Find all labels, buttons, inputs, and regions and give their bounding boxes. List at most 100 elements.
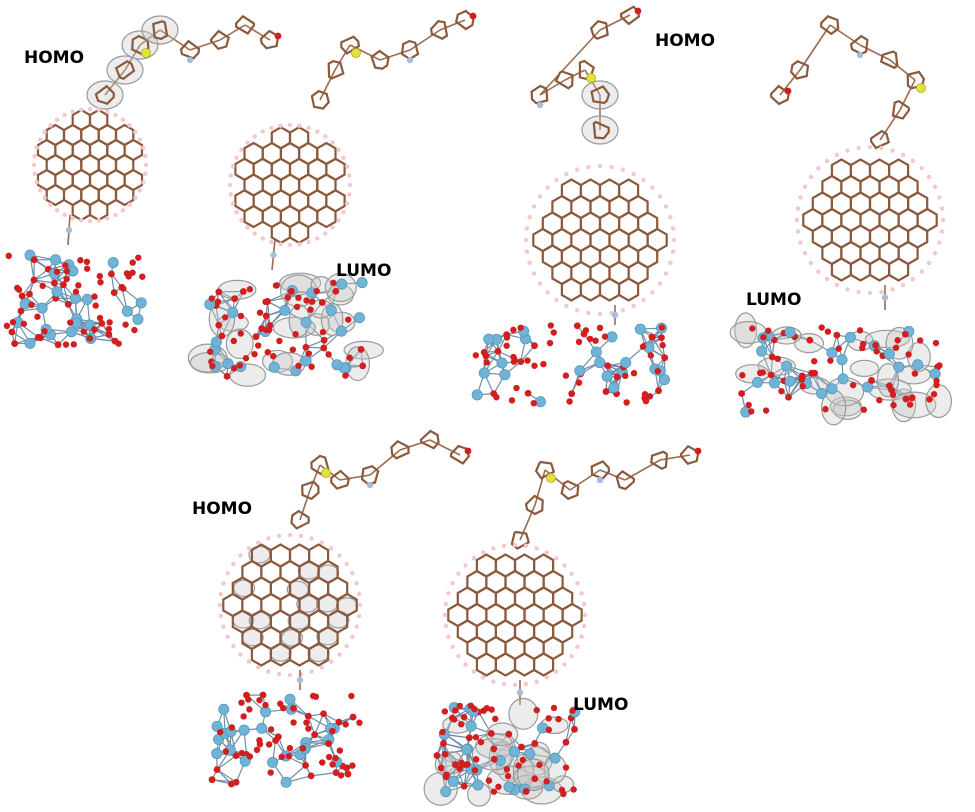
oxygen-atom [39,282,46,290]
hydrogen-atom [354,581,359,586]
oxygen-atom [768,353,776,361]
hydrogen-atom [217,602,223,608]
orbital-lobe [508,697,539,730]
hydrogen-atom [315,236,320,241]
carbon-ring [88,198,109,222]
oxygen-atom [342,721,349,728]
hydrogen-atom [96,107,101,112]
hydrogen-atom [319,665,324,670]
oxygen-atom [540,360,547,368]
hydrogen-atom [663,271,669,276]
oxygen-atom [822,406,829,413]
oxygen-atom [508,397,516,404]
hydrogen-atom [663,204,669,209]
hydrogen-atom [328,546,334,551]
oxygen-atom [833,331,841,339]
oxygen-atom [550,704,558,712]
oxygen-atom [503,342,510,349]
oxygen-atom [531,775,539,783]
oxygen-atom [513,384,520,392]
oxygen-atom [658,334,665,342]
oxygen-atom [83,258,91,266]
hydrogen-atom [575,644,580,649]
oxygen-atom [522,788,530,795]
dye-molecule [310,9,477,110]
oxygen-atom [694,447,702,455]
hydrogen-atom [218,591,224,597]
hydrogen-atom [939,206,945,211]
oxygen-atom [536,761,543,768]
hydrogen-atom [545,185,550,190]
oxide-bond [436,754,456,766]
oxygen-atom [658,324,666,331]
oxygen-atom [5,252,12,260]
oxygen-atom [236,362,243,369]
aromatic-ring [310,454,330,476]
hydrogen-atom [564,171,569,177]
oxygen-atom [231,295,239,303]
oxygen-atom [208,776,216,784]
oxygen-atom [762,407,770,414]
hydrogen-atom [269,125,274,131]
oxygen-atom [441,708,449,715]
oxide-bond [266,301,271,326]
aromatic-ring [650,450,669,471]
graphene-flake [794,144,946,296]
oxide-cluster [471,322,670,408]
orbital-lobe [486,722,519,747]
oxygen-atom [827,357,834,364]
oxygen-atom [905,351,912,358]
hydrogen-atom [834,152,840,158]
orbital-lobe [225,328,254,360]
titanium-atom [844,331,856,343]
aromatic-ring [554,70,574,90]
hydrogen-atom [120,208,126,213]
oxygen-atom [37,334,44,342]
hydrogen-atom [231,561,236,567]
hydrogen-atom [309,536,314,541]
oxygen-atom [284,293,292,301]
hydrogen-atom [62,112,67,118]
oxygen-atom [450,716,458,723]
oxygen-atom [54,341,62,349]
hydrogen-atom [297,242,302,247]
hydrogen-atom [221,581,226,586]
carbon-ring [579,277,602,302]
hydrogen-atom [491,679,496,684]
hydrogen-atom [245,140,250,145]
titanium-atom [929,368,941,380]
oxygen-atom [319,759,326,766]
titanium-atom [461,744,473,756]
sulfur-atom [351,48,361,58]
oxygen-atom [307,306,314,313]
orbital-lobe [345,346,371,382]
oxygen-atom [325,351,332,358]
oxygen-atom [356,719,363,726]
oxygen-atom [504,772,512,780]
oxide-bond [267,290,292,302]
bond [799,24,831,71]
sulfur-atom [546,473,556,483]
oxygen-atom [305,725,312,732]
titanium-atom [826,383,838,395]
hydrogen-atom [834,282,840,288]
hydrogen-atom [70,216,75,221]
oxygen-atom [571,725,578,733]
titanium-atom [238,724,250,736]
bond [539,29,601,96]
oxygen-atom [456,702,463,710]
bond [139,29,161,46]
oxygen-atom [346,354,353,361]
hydrogen-atom [79,218,84,223]
oxygen-atom [902,395,910,403]
hydrogen-atom [137,137,143,142]
hydrogen-atom [553,556,559,561]
carbon-ring [308,642,330,667]
oxygen-atom [859,340,867,348]
hydrogen-atom [919,269,924,274]
hydrogen-atom [356,591,362,597]
oxygen-atom [336,747,344,754]
oxygen-atom [53,268,61,275]
hydrogen-atom [127,123,132,128]
hydrogen-atom [534,679,539,684]
